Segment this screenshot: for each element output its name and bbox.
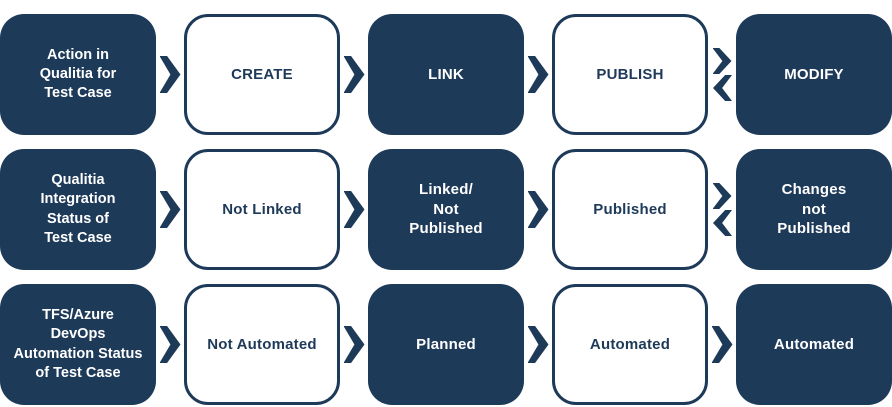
step-box-changes-not-published: Changes not Published xyxy=(736,149,892,270)
step-label: Linked/ Not Published xyxy=(409,180,483,238)
row-header-box: TFS/Azure DevOps Automation Status of Te… xyxy=(0,284,156,405)
row-header-label: Qualitia Integration Status of Test Case xyxy=(40,172,116,246)
step-label: Not Automated xyxy=(207,335,317,353)
chevron-right-icon xyxy=(159,326,181,363)
connector-forward xyxy=(524,149,552,270)
chevron-right-icon xyxy=(343,191,365,228)
connector-bidirectional xyxy=(708,14,736,135)
chevron-left-icon xyxy=(713,75,732,101)
connector-forward xyxy=(340,149,368,270)
chevron-right-icon xyxy=(527,326,549,363)
connector-forward xyxy=(708,284,736,405)
step-box-automated: Automated xyxy=(552,284,708,405)
chevron-right-icon xyxy=(159,56,181,93)
connector-forward xyxy=(340,284,368,405)
row-header-label: Action in Qualitia for Test Case xyxy=(39,46,117,102)
step-label: MODIFY xyxy=(784,65,844,83)
connector-bidirectional xyxy=(708,149,736,270)
chevron-left-icon xyxy=(713,210,732,236)
step-label: Automated xyxy=(773,335,855,353)
flow-row-automation-status: TFS/Azure DevOps Automation Status of Te… xyxy=(0,284,892,405)
step-label: Not Linked xyxy=(222,200,302,218)
chevron-right-icon xyxy=(527,191,549,228)
chevron-right-icon xyxy=(712,48,732,74)
step-label: LINK xyxy=(428,65,464,83)
step-box-automated-final: Automated xyxy=(736,284,892,405)
step-box-not-linked: Not Linked xyxy=(184,149,340,270)
step-label: Automated xyxy=(589,335,671,353)
chevron-right-icon xyxy=(711,326,733,363)
step-box-publish: PUBLISH xyxy=(552,14,708,135)
chevron-right-icon xyxy=(343,56,365,93)
step-label: Published xyxy=(593,200,667,218)
flow-row-integration-status: Qualitia Integration Status of Test Case… xyxy=(0,149,892,270)
connector-forward xyxy=(524,284,552,405)
connector-forward xyxy=(156,14,184,135)
step-box-planned: Planned xyxy=(368,284,524,405)
step-label: PUBLISH xyxy=(596,65,664,83)
step-box-published: Published xyxy=(552,149,708,270)
step-box-not-automated: Not Automated xyxy=(184,284,340,405)
connector-forward xyxy=(524,14,552,135)
chevron-right-icon xyxy=(527,56,549,93)
flow-row-action: Action in Qualitia for Test Case CREATE … xyxy=(0,14,892,135)
connector-forward xyxy=(156,284,184,405)
row-header-label: TFS/Azure DevOps Automation Status of Te… xyxy=(13,307,143,381)
step-box-link: LINK xyxy=(368,14,524,135)
chevron-right-icon xyxy=(343,326,365,363)
step-label: Changes not Published xyxy=(777,180,851,238)
chevron-right-icon xyxy=(159,191,181,228)
connector-forward xyxy=(340,14,368,135)
step-box-linked-not-published: Linked/ Not Published xyxy=(368,149,524,270)
row-header-box: Qualitia Integration Status of Test Case xyxy=(0,149,156,270)
step-box-create: CREATE xyxy=(184,14,340,135)
step-box-modify: MODIFY xyxy=(736,14,892,135)
row-header-box: Action in Qualitia for Test Case xyxy=(0,14,156,135)
chevron-right-icon xyxy=(712,183,732,209)
step-label: CREATE xyxy=(231,65,293,83)
connector-forward xyxy=(156,149,184,270)
step-label: Planned xyxy=(416,335,476,353)
